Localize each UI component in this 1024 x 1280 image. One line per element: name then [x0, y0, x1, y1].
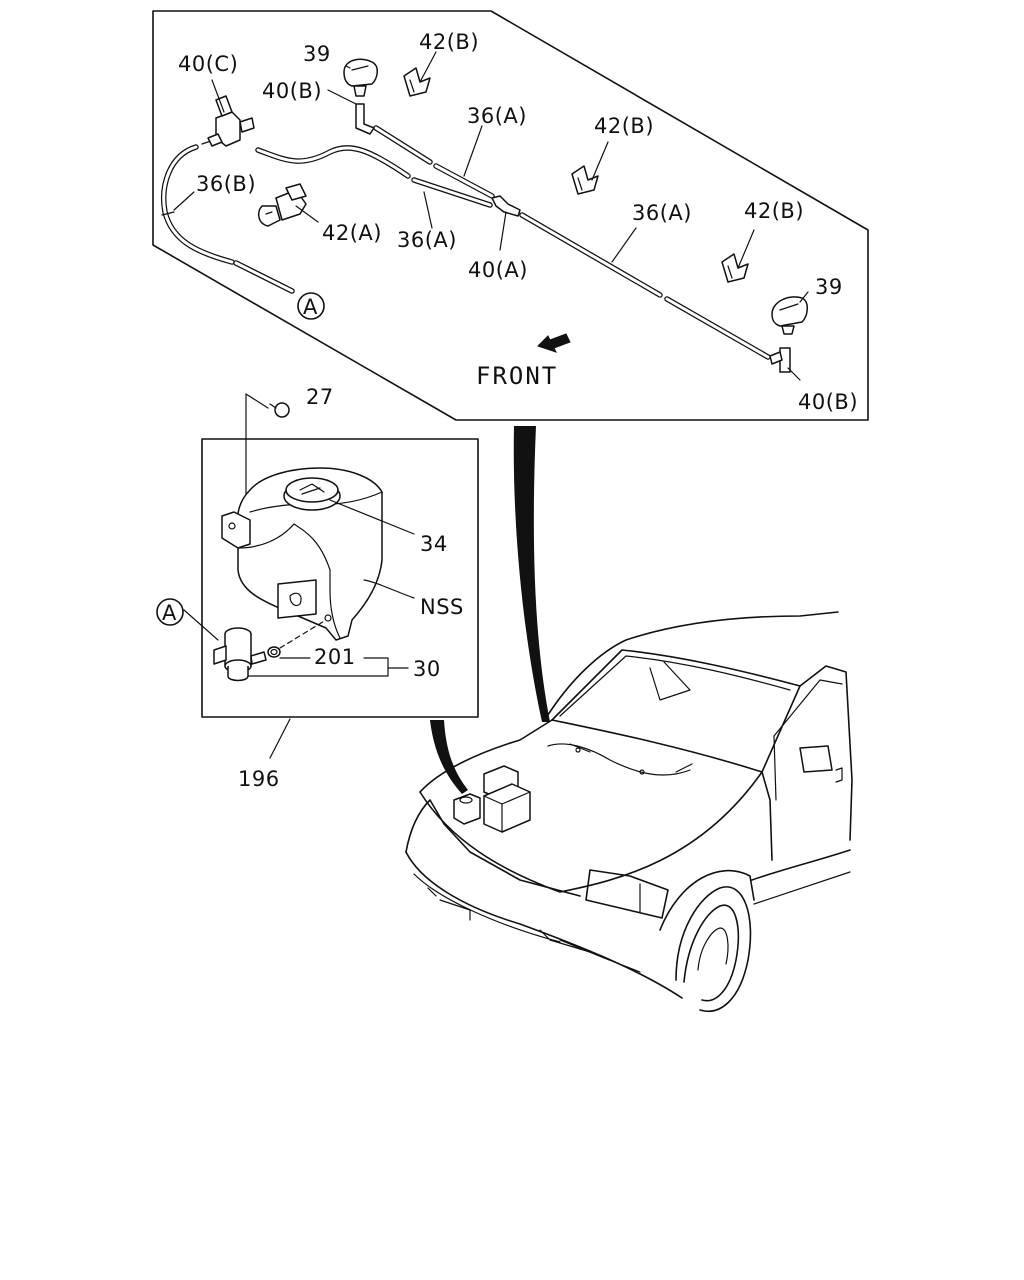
- label-39-right: 39: [815, 275, 843, 299]
- label-36a-right: 36(A): [632, 201, 692, 225]
- label-201: 201: [314, 645, 356, 669]
- hose-36a-top: [373, 125, 495, 199]
- washer-tank: [236, 467, 383, 641]
- hood-washer-hose: [547, 743, 691, 776]
- reservoir-detail-panel: A 27 34 NSS 201 30: [156, 385, 479, 718]
- joint-40a: [491, 195, 521, 217]
- label-36a-top: 36(A): [467, 104, 527, 128]
- windshield-frame: [551, 649, 801, 773]
- bumper-outline: [405, 851, 683, 999]
- nozzle-39-top: [343, 58, 378, 97]
- hose-detail-panel: A FRONT 40(C) 39 42(B) 40(B) 36(A) 42(B)…: [152, 10, 869, 421]
- label-36b: 36(B): [196, 172, 256, 196]
- label-40a: 40(A): [468, 258, 528, 282]
- callout-arrows: [430, 426, 550, 794]
- engine-bay-reservoir: [453, 793, 481, 825]
- clip-42b-mid: [571, 165, 599, 195]
- tank-bracket: [221, 511, 251, 549]
- vehicle-illustration: [405, 611, 853, 1012]
- nozzle-39-right: [771, 296, 808, 335]
- circle-a-lower-label: A: [162, 601, 177, 625]
- label-42b-mid: 42(B): [594, 114, 654, 138]
- arrow-down-left-icon: [537, 333, 571, 353]
- grommet-201: [267, 614, 332, 658]
- circle-a-upper: A: [297, 292, 325, 320]
- clip-42b-right: [721, 253, 749, 283]
- side-mirror: [799, 745, 833, 773]
- elbow-40b-right: [769, 347, 791, 373]
- leader-lines-lower: [183, 499, 415, 677]
- front-wheel: [659, 869, 755, 1012]
- label-42b-top: 42(B): [419, 30, 479, 54]
- front-label: FRONT: [476, 362, 558, 390]
- tank-mount-tab: [277, 579, 317, 619]
- clamp-42a: [257, 183, 307, 227]
- hose-36a-left: [255, 145, 493, 208]
- bolt-27: [245, 393, 290, 521]
- reservoir-panel-frame: [201, 438, 479, 718]
- label-42a: 42(A): [322, 221, 382, 245]
- label-nss: NSS: [420, 595, 464, 619]
- label-40b-bottom: 40(B): [798, 390, 858, 414]
- grille-outline: [405, 799, 581, 897]
- joint-40c: [207, 95, 255, 147]
- leader-lines-upper: [173, 51, 809, 381]
- label-34: 34: [420, 532, 448, 556]
- label-40b-top: 40(B): [262, 79, 322, 103]
- washer-pump: [213, 627, 267, 682]
- headlight: [585, 869, 669, 919]
- label-36a-lower: 36(A): [397, 228, 457, 252]
- circle-a-lower: A: [156, 598, 184, 626]
- label-39-top: 39: [303, 42, 331, 66]
- hose-36b: [161, 144, 295, 294]
- clip-42b-top: [403, 67, 431, 97]
- label-30: 30: [413, 657, 441, 681]
- elbow-40b-top: [355, 103, 375, 135]
- engine-bay-box-2: [483, 783, 531, 833]
- label-27: 27: [306, 385, 334, 409]
- label-196: 196: [238, 767, 280, 791]
- label-40c: 40(C): [178, 52, 238, 76]
- hood-outline: [419, 719, 553, 793]
- detail-panel-frame: [152, 10, 869, 421]
- circle-a-upper-label: A: [303, 295, 318, 319]
- label-42b-right: 42(B): [744, 199, 804, 223]
- hose-36a-right: [519, 212, 771, 360]
- leader-196: [269, 718, 291, 759]
- tank-cap-34: [283, 477, 341, 511]
- vehicle-roofline: [545, 611, 839, 719]
